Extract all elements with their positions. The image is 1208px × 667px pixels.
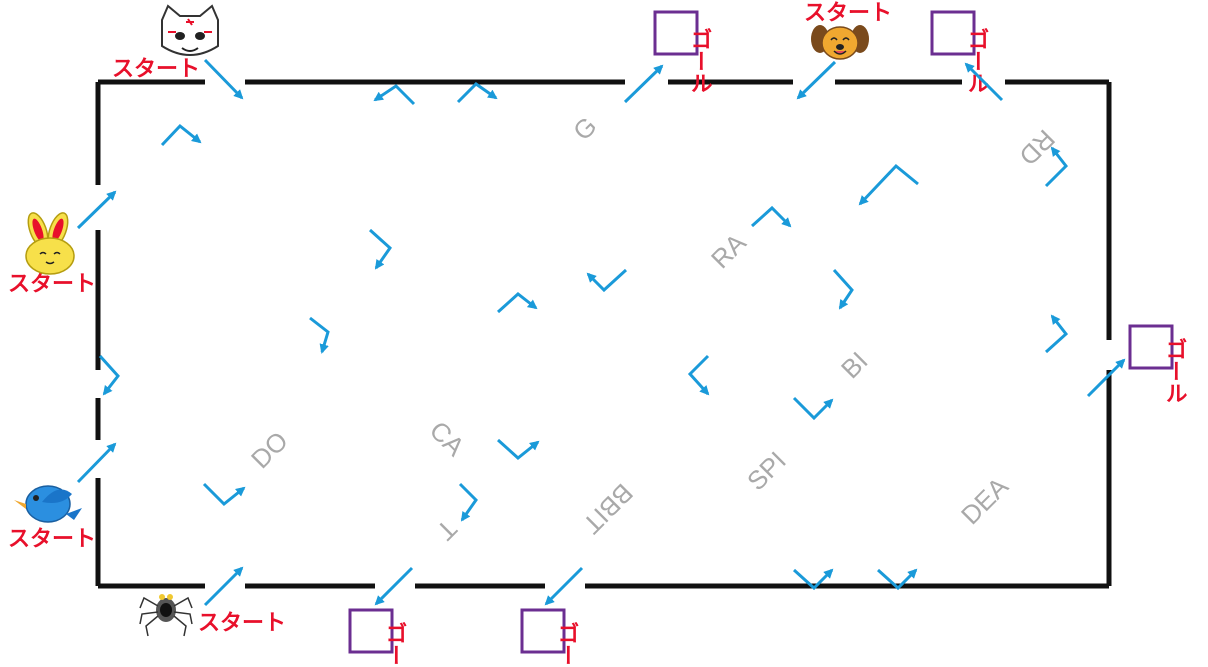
arrow xyxy=(752,208,790,226)
arrow xyxy=(458,84,496,102)
fragment-g: G xyxy=(567,111,603,147)
arrow xyxy=(376,568,412,604)
arrow xyxy=(78,192,115,228)
goal-boxes xyxy=(350,12,1172,652)
arrow xyxy=(205,60,242,98)
arrow xyxy=(546,568,582,604)
arrow xyxy=(588,270,626,290)
fragment-t: T xyxy=(430,514,463,547)
fragment-rd: RD xyxy=(1013,124,1061,172)
fragment-bi: BI xyxy=(835,346,874,385)
goal-label: ゴール xyxy=(383,621,408,667)
fragment-do: DO xyxy=(245,425,294,474)
arrow xyxy=(78,444,115,482)
arrow xyxy=(375,86,414,104)
goal-label: ゴール xyxy=(555,621,580,667)
start-label-bird: スタート xyxy=(8,526,96,551)
arrow xyxy=(690,356,708,394)
rabbit-face-icon xyxy=(24,210,74,274)
dog-face-icon xyxy=(811,25,869,59)
start-label-dog: スタート xyxy=(804,0,892,25)
arrow xyxy=(162,126,200,145)
arrow xyxy=(1046,316,1066,352)
fragment-ca: CA xyxy=(424,415,471,462)
arrow xyxy=(1088,360,1124,396)
arrow xyxy=(460,484,476,520)
arrow xyxy=(798,62,835,98)
fragment-bbit: BBIT xyxy=(577,478,639,540)
arrow xyxy=(794,398,832,418)
bird-icon xyxy=(14,486,82,522)
arrow xyxy=(310,318,328,352)
goal-label: ゴール xyxy=(688,27,713,94)
arrow xyxy=(205,568,242,605)
fragment-ra: RA xyxy=(705,227,752,274)
arrow xyxy=(498,440,538,458)
fragment-spi: SPI xyxy=(741,445,792,496)
start-label-rabbit: スタート xyxy=(8,271,96,296)
goal-labels: ゴール ゴール ゴール ゴール ゴール xyxy=(383,27,1188,667)
arrow xyxy=(625,66,662,102)
arrow xyxy=(100,356,118,394)
arrow xyxy=(860,166,918,204)
start-label-cat: スタート xyxy=(112,56,200,81)
spider-icon xyxy=(140,594,192,636)
arrow xyxy=(834,270,852,308)
arrow xyxy=(370,230,390,268)
goal-label: ゴール xyxy=(1163,337,1188,404)
arrow xyxy=(204,484,244,504)
cat-face-icon xyxy=(162,6,218,55)
arrow xyxy=(498,294,536,312)
start-label-spider: スタート xyxy=(198,610,286,635)
fragment-dea: DEA xyxy=(955,471,1014,530)
letter-fragments: G RD RA BI SPI DEA DO CA T BBIT xyxy=(245,111,1061,547)
